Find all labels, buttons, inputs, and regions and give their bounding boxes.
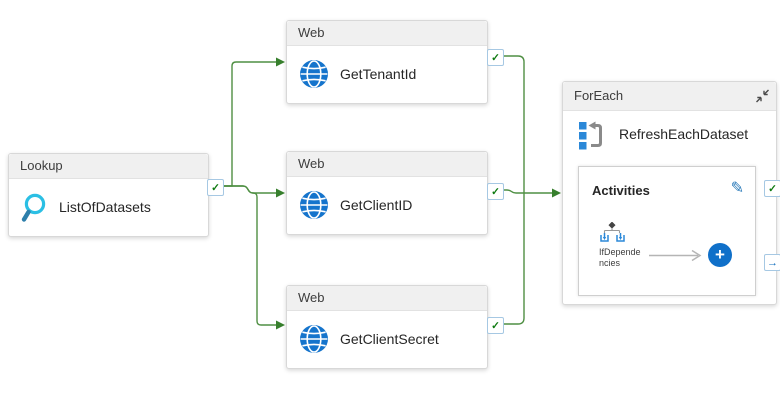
success-port-lookup[interactable]: ✓ xyxy=(207,179,224,196)
right-arrow-icon: → xyxy=(767,256,778,269)
edit-activities-icon[interactable]: ✎ xyxy=(730,180,744,197)
connector-lookup-to-getclientid[interactable] xyxy=(222,185,285,198)
activity-type-label: Web xyxy=(298,25,325,40)
activity-type-label: ForEach xyxy=(574,88,624,103)
success-port-getclientid[interactable]: ✓ xyxy=(487,183,504,200)
flow-arrow-icon xyxy=(649,249,702,262)
checkmark-icon: ✓ xyxy=(768,182,777,195)
output-port-foreach[interactable]: → xyxy=(764,254,780,271)
connector-lookup-to-getclientsecret[interactable] xyxy=(222,185,285,330)
activity-name: RefreshEachDataset xyxy=(619,126,749,142)
activity-name: GetClientID xyxy=(340,197,413,213)
connector-getclientid-to-foreach[interactable] xyxy=(502,188,561,198)
activity-node-getclientid[interactable]: Web GetClientID xyxy=(286,151,488,235)
inner-activity-ifdependencies[interactable]: IfDepende ncies xyxy=(599,222,651,269)
activity-type-label: Web xyxy=(298,156,325,171)
activity-type-header: ForEach xyxy=(563,82,776,111)
activity-node-foreach[interactable]: ForEach RefreshEachDataset Activities ✎ xyxy=(562,81,777,305)
activity-name: GetClientSecret xyxy=(340,331,439,347)
collapse-icon[interactable] xyxy=(755,89,770,103)
success-port-foreach[interactable]: ✓ xyxy=(764,180,780,197)
activity-type-header: Web xyxy=(287,286,487,311)
activity-type-header: Web xyxy=(287,152,487,177)
activity-type-header: Web xyxy=(287,21,487,46)
plus-icon: + xyxy=(715,245,725,264)
success-port-gettenantid[interactable]: ✓ xyxy=(487,49,504,66)
inner-activity-name-line1: IfDepende xyxy=(599,247,641,257)
checkmark-icon: ✓ xyxy=(211,181,220,194)
activity-name: ListOfDatasets xyxy=(59,199,151,215)
activity-node-lookup[interactable]: Lookup ListOfDatasets xyxy=(8,153,209,237)
activity-name: GetTenantId xyxy=(340,66,417,82)
inner-activity-name-line2: ncies xyxy=(599,258,621,268)
activity-type-label: Lookup xyxy=(20,158,63,173)
connector-lookup-to-gettenantid[interactable] xyxy=(222,57,285,187)
if-condition-icon xyxy=(600,222,625,242)
activities-panel-title: Activities xyxy=(592,183,650,198)
activities-panel[interactable]: Activities ✎ IfDepende ncies xyxy=(578,166,756,296)
foreach-icon xyxy=(579,121,602,150)
activity-node-gettenantid[interactable]: Web GetTenantId xyxy=(286,20,488,104)
success-port-getclientsecret[interactable]: ✓ xyxy=(487,317,504,334)
connector-getclientsecret-to-foreach[interactable] xyxy=(502,193,525,325)
lookup-icon xyxy=(21,193,46,222)
globe-icon xyxy=(300,325,328,353)
activity-type-header: Lookup xyxy=(9,154,208,179)
add-activity-button[interactable]: + xyxy=(708,243,732,267)
checkmark-icon: ✓ xyxy=(491,51,500,64)
activity-type-label: Web xyxy=(298,290,325,305)
globe-icon xyxy=(300,191,328,219)
globe-icon xyxy=(300,60,328,88)
connector-gettenantid-to-foreach[interactable] xyxy=(502,55,525,193)
checkmark-icon: ✓ xyxy=(491,319,500,332)
checkmark-icon: ✓ xyxy=(491,185,500,198)
activity-node-getclientsecret[interactable]: Web GetClientSecret xyxy=(286,285,488,369)
